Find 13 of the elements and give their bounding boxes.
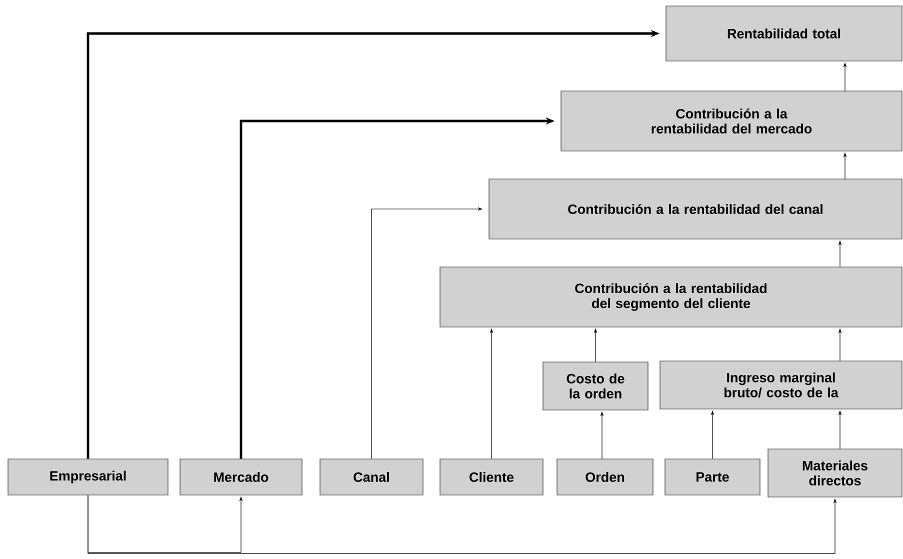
process-box: Mercado — [180, 458, 302, 496]
process-box: Ingreso marginal bruto/ costo de la — [660, 360, 902, 410]
process-box: Contribución a la rentabilidad del mercado — [560, 90, 902, 152]
process-box: Costo de la orden — [542, 362, 648, 410]
process-box: Materiales directos — [768, 448, 902, 498]
process-box: Parte — [664, 458, 760, 496]
process-box: Empresarial — [8, 458, 168, 496]
process-box: Contribución a la rentabilidad del segmento del cliente — [440, 266, 902, 328]
process-box: Cliente — [440, 458, 544, 496]
process-box: Orden — [556, 458, 654, 496]
process-box: Rentabilidad total — [666, 6, 902, 62]
process-box: Canal — [320, 458, 424, 496]
process-box: Contribución a la rentabilidad del canal — [488, 178, 902, 240]
